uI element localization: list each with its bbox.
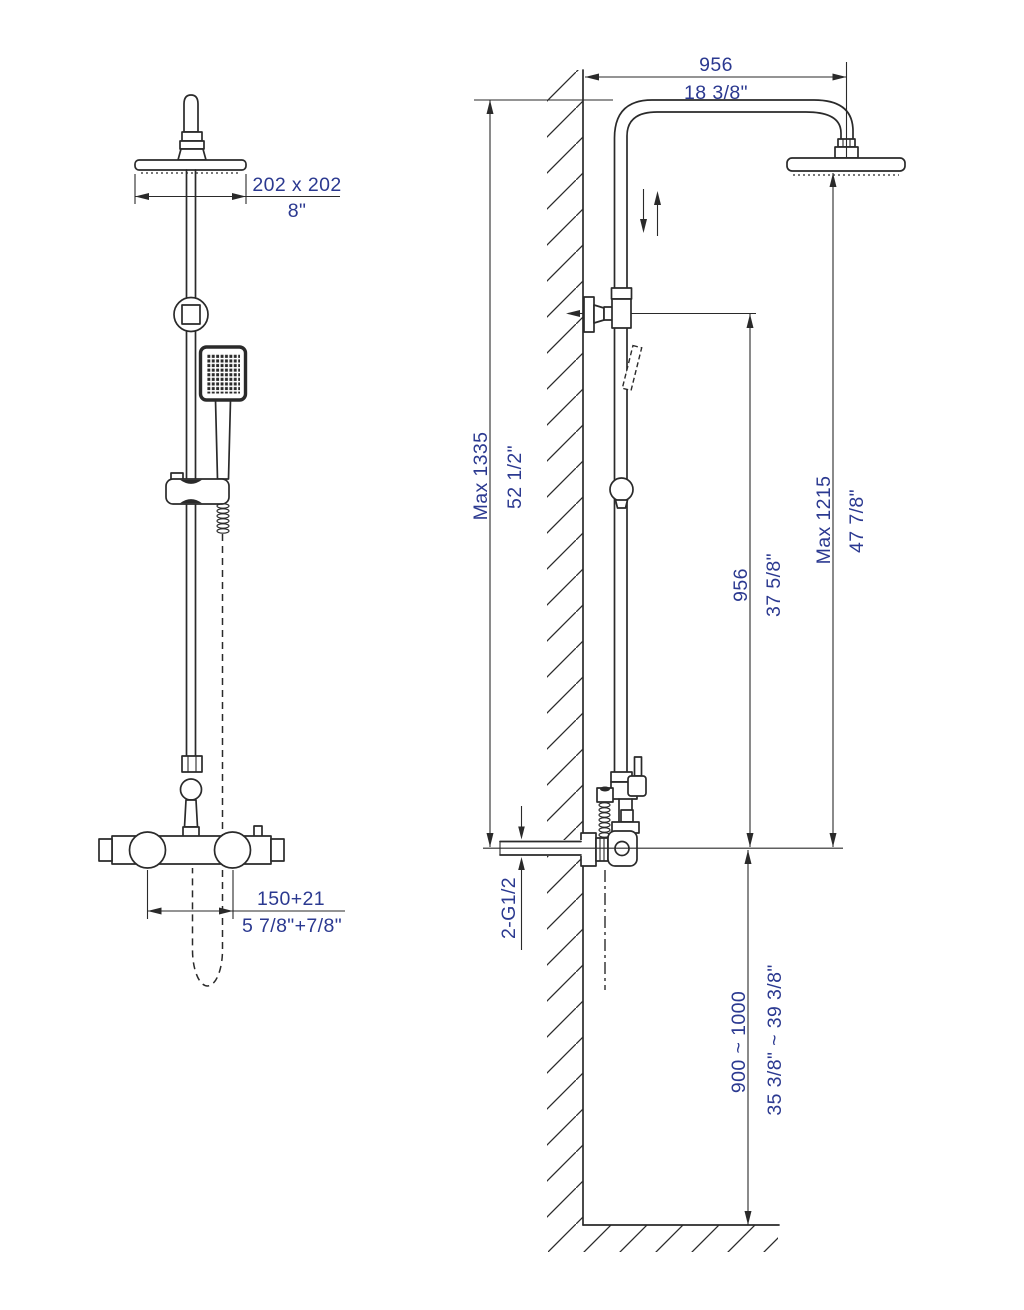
valve-knob-left [128,831,167,869]
rail-slider-front [173,296,209,333]
dim-head-width-inch-label: 8" [288,200,307,222]
dim-head-height-mm-label: Max 1215 [813,476,835,565]
dim-head-height-inch-label: 47 7/8" [846,489,868,553]
rain-shower-head-front [134,159,247,174]
hose-spring-front [216,503,230,534]
rail-valve-joint-front [179,755,203,838]
dim-head-width: 202 x 202 8" [134,174,341,222]
dim-supply-connection-label: 2-G1/2 [498,877,520,939]
front-view: 202 x 202 8" 150+21 5 7/8"+7/8" [98,94,345,987]
dim-inlet-spacing-inch-label: 5 7/8"+7/8" [242,915,342,937]
hand-shower-spray-face [206,353,240,394]
slide-bracket-front [165,472,230,505]
upper-shower-arm-front [177,94,207,161]
dim-overall-height-mm-label: Max 1335 [470,432,492,521]
wall-section [547,69,780,1252]
dim-overall-height: Max 1335 52 1/2" [470,99,613,847]
hand-shower-hose-front [191,534,224,987]
wall-hatch [547,70,583,1225]
hand-shower-side [621,344,643,392]
dim-install-height-mm-label: 900 ~ 1000 [728,991,750,1093]
diverter-lever-side [633,756,643,777]
dim-arm-reach-inch-label: 18 3/8" [684,82,748,104]
dim-install-height-inch-label: 35 3/8" ~ 39 3/8" [764,964,786,1115]
dim-arm-reach: 956 18 3/8" [585,54,847,104]
arrow-up-icon [654,191,661,205]
rail-slider-side [609,477,634,509]
floor-hatch [548,1225,778,1252]
valve-knob-right [213,831,252,869]
dim-arm-reach-mm-label: 956 [699,54,733,76]
shower-rail-front [185,169,197,758]
dim-rail-length-mm-label: 956 [730,568,752,602]
diverter-assembly-side [596,756,647,838]
hand-shower-front [198,345,248,480]
wall-bracket-side [566,287,633,333]
thermostatic-valve-front [98,825,285,869]
dim-overall-height-inch-label: 52 1/2" [504,445,526,509]
shower-rail-side [613,99,854,773]
dim-install-height: 900 ~ 1000 35 3/8" ~ 39 3/8" [728,850,786,1225]
dim-head-width-mm-label: 202 x 202 [252,174,341,196]
dim-rail-length-inch-label: 37 5/8" [763,553,785,617]
dim-inlet-spacing: 150+21 5 7/8"+7/8" [146,870,345,937]
hand-shower-handle [214,399,232,480]
dim-head-height: Max 1215 47 7/8" [813,173,868,847]
side-view: 956 18 3/8" Max 1335 52 1/2" 956 37 5/8" [470,54,906,1252]
rain-shower-head-side [786,62,906,176]
dim-supply-connection: 2-G1/2 [498,806,525,950]
height-adjust-arrows [640,189,661,236]
arrow-down-icon [640,219,647,233]
dim-rail-length: 956 37 5/8" [631,312,785,847]
hose-spring-side [598,802,611,838]
dim-inlet-spacing-mm-label: 150+21 [257,888,325,910]
wall-fix-arrow-icon [566,310,580,317]
